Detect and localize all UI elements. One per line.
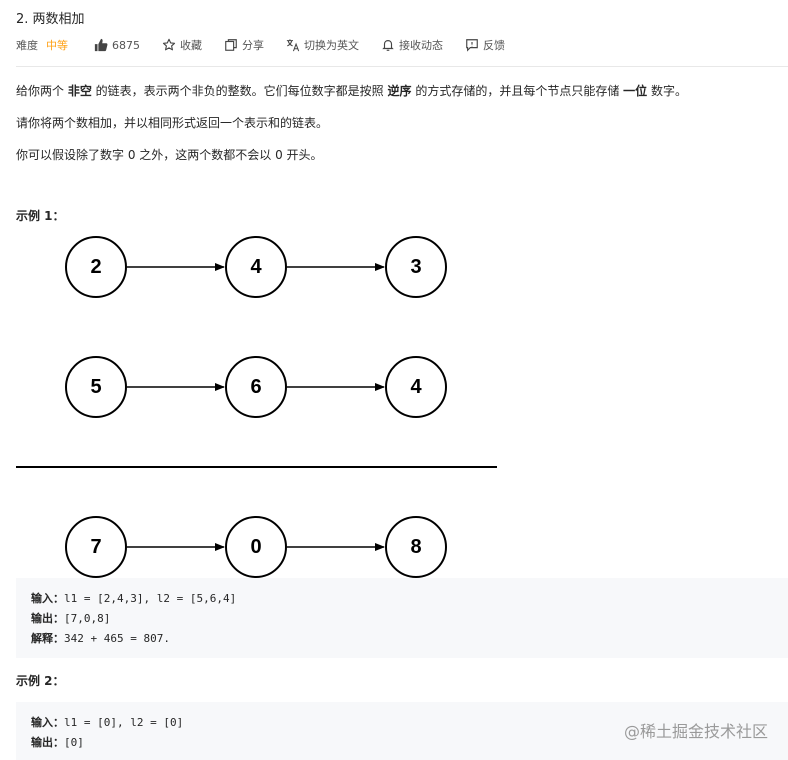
watermark: @稀土掘金技术社区	[623, 722, 768, 741]
example-2-input: 输入：l1 = [0], l2 = [0]	[31, 716, 184, 729]
list-node: 5	[65, 356, 127, 418]
list-l1: 2 4 3	[65, 236, 447, 298]
like-count: 6875	[112, 38, 140, 52]
svg-text:7: 7	[90, 536, 101, 558]
list-node: 3	[385, 236, 447, 298]
star-icon	[162, 38, 176, 51]
example-1-code-block: 输入：l1 = [2,4,3], l2 = [5,6,4] 输出：[7,0,8]…	[16, 578, 788, 658]
header-divider	[16, 66, 788, 67]
list-node: 8	[385, 516, 447, 578]
share-icon	[225, 39, 237, 51]
emphasis-one-digit: 一位	[623, 84, 648, 98]
svg-text:8: 8	[410, 536, 421, 558]
feedback-button[interactable]: 反馈	[465, 37, 505, 53]
notify-button[interactable]: 接收动态	[381, 37, 443, 53]
example-2-output: 输出：[0]	[31, 736, 84, 749]
example-1-input: 输入：l1 = [2,4,3], l2 = [5,6,4]	[31, 592, 237, 605]
problem-meta-bar: 难度 中等 6875 收藏 分享 切换为英文 接收动态 反馈	[16, 36, 527, 54]
svg-text:6: 6	[250, 376, 261, 398]
list-node: 0	[225, 516, 287, 578]
svg-text:2: 2	[90, 256, 101, 278]
bell-icon	[382, 40, 394, 51]
svg-text:3: 3	[410, 256, 421, 278]
svg-text:0: 0	[250, 536, 261, 558]
feedback-label: 反馈	[483, 39, 505, 52]
feedback-icon	[466, 39, 478, 52]
emphasis-reverse: 逆序	[387, 84, 412, 98]
emphasis-non-empty: 非空	[67, 84, 92, 98]
list-result: 7 0 8	[65, 516, 447, 578]
problem-title: 2. 两数相加	[16, 12, 85, 27]
description-paragraph-3: 你可以假设除了数字 0 之外，这两个数都不会以 0 开头。	[16, 148, 323, 162]
example-1-title: 示例 1：	[16, 209, 65, 223]
translate-button[interactable]: 切换为英文	[286, 37, 359, 53]
list-node: 6	[225, 356, 287, 418]
example-1-explanation: 解释：342 + 465 = 807.	[31, 632, 170, 645]
favorite-button[interactable]: 收藏	[162, 37, 202, 53]
share-label: 分享	[242, 39, 264, 52]
linked-list-diagram: 2 4 3 5 6 4 7 0 8	[16, 236, 497, 578]
share-button[interactable]: 分享	[224, 37, 264, 53]
description-paragraph-1: 给你两个 非空 的链表，表示两个非负的整数。它们每位数字都是按照 逆序 的方式存…	[16, 84, 687, 98]
example-2-code-block: 输入：l1 = [0], l2 = [0] 输出：[0]	[16, 702, 788, 760]
difficulty-badge: 中等	[46, 39, 68, 52]
translate-icon	[286, 39, 300, 52]
like-button[interactable]: 6875	[94, 38, 140, 52]
svg-text:4: 4	[410, 376, 422, 398]
list-node: 4	[225, 236, 287, 298]
translate-label: 切换为英文	[304, 39, 359, 52]
list-node: 4	[385, 356, 447, 418]
example-1-output: 输出：[7,0,8]	[31, 612, 111, 625]
list-node: 7	[65, 516, 127, 578]
thumbs-up-icon	[94, 38, 108, 52]
notify-label: 接收动态	[399, 39, 443, 52]
description-paragraph-2: 请你将两个数相加，并以相同形式返回一个表示和的链表。	[16, 116, 329, 130]
list-node: 2	[65, 236, 127, 298]
list-l2: 5 6 4	[65, 356, 447, 418]
favorite-label: 收藏	[180, 39, 202, 52]
svg-text:4: 4	[250, 256, 262, 278]
svg-text:5: 5	[90, 376, 101, 398]
difficulty-label: 难度	[16, 39, 38, 52]
example-2-title: 示例 2：	[16, 674, 65, 688]
